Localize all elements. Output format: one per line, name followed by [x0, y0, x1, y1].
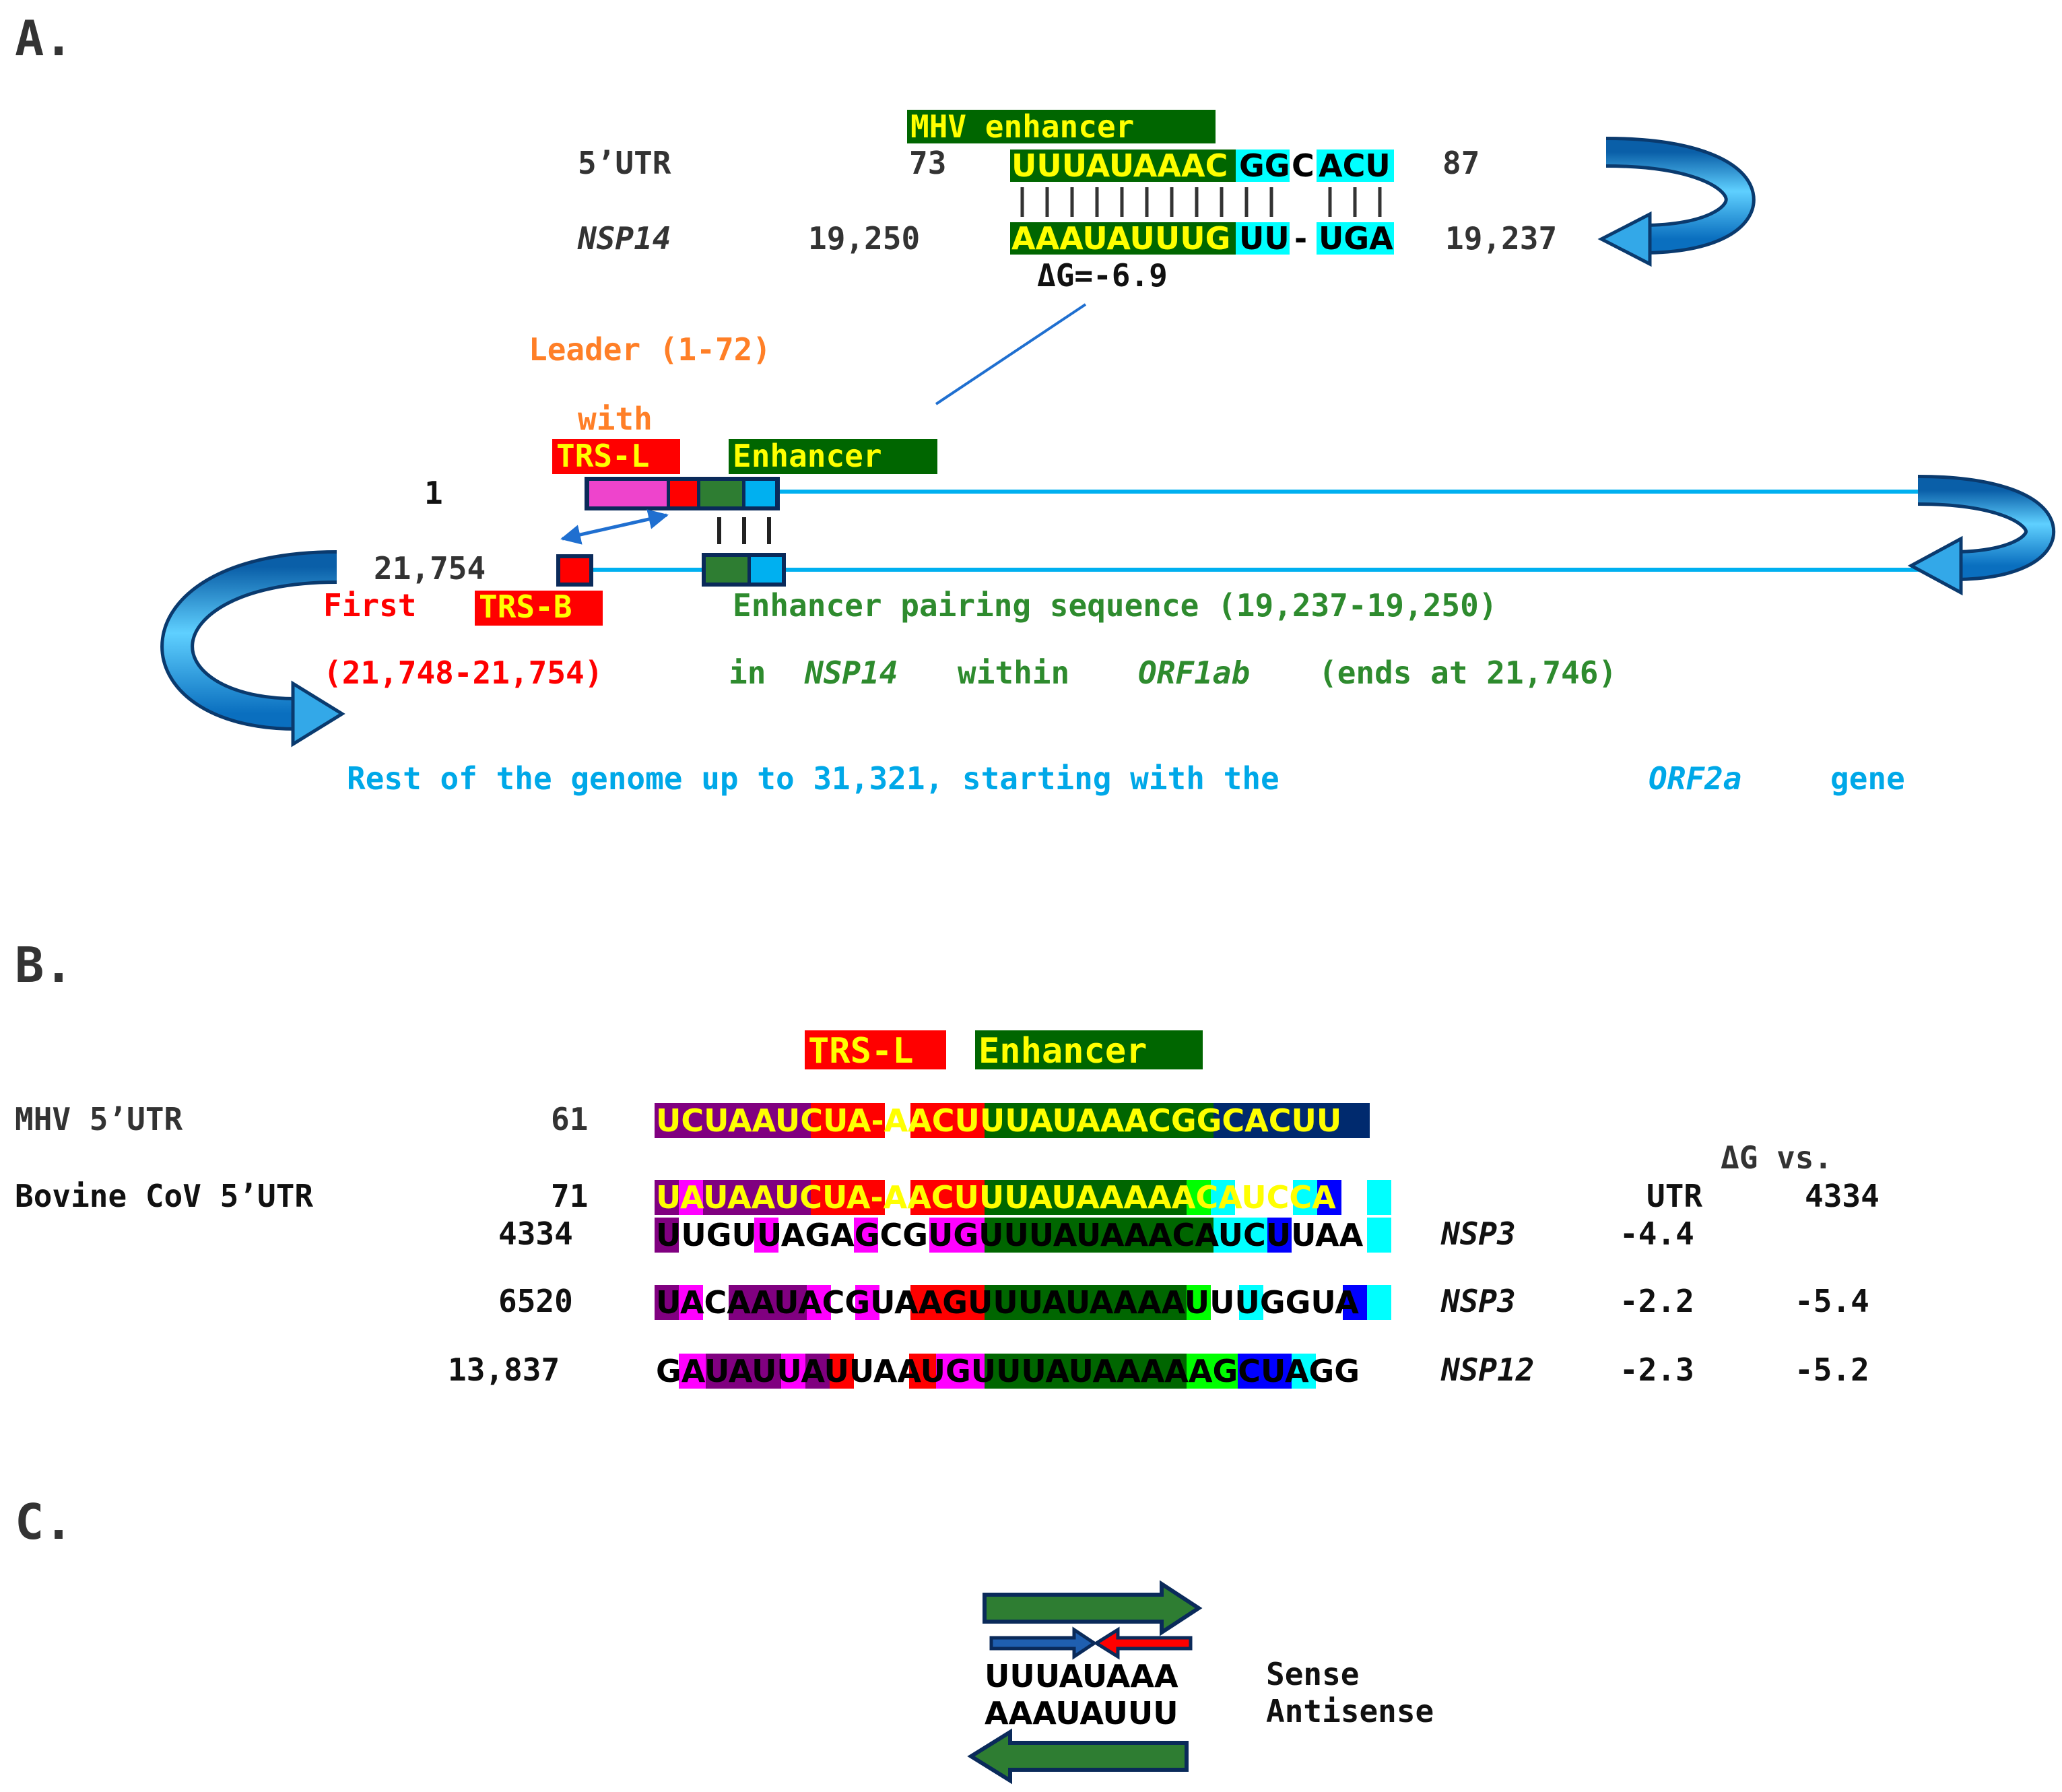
leader-trs-segment [670, 481, 697, 506]
trs-b-label: TRS-B [479, 589, 572, 625]
b-row-seq: UUGUUAGAGCGUGUUUAUAAACAUCUUAA [656, 1217, 1364, 1253]
b-row-dg-utr: -4.4 [1620, 1216, 1694, 1252]
with-label: with [578, 401, 653, 437]
antisense-label: Antisense [1266, 1693, 1434, 1729]
connector-line [935, 303, 1087, 405]
b-enhancer-box [975, 1030, 1203, 1069]
b-row-dg-4334: -5.2 [1795, 1352, 1869, 1388]
first-label: First [323, 587, 416, 624]
small-blue-arrow [989, 1626, 1098, 1660]
b-row-dg-utr: -2.2 [1620, 1283, 1694, 1319]
b-row-4334: 4334 UUGUUAGAGCGUGUUUAUAAACAUCUUAA NSP3 … [498, 1216, 1694, 1253]
trs-l-label: TRS-L [556, 438, 649, 474]
delta-g-value: ΔG=-6.9 [1037, 257, 1168, 294]
trs-b-segment [560, 558, 589, 583]
trs-double-arrow [560, 509, 669, 545]
nsp14-seq-bg-cyan-1 [1236, 222, 1290, 255]
b-row-pos: 6520 [498, 1283, 573, 1319]
utr-seq-bg-cyan-2 [1317, 150, 1394, 182]
enhancer-box [729, 439, 937, 474]
panel-c-letter: C. [15, 1494, 73, 1550]
b-enhancer-label: Enhancer [978, 1031, 1147, 1071]
location-line: (21,748-21,754) in NSP14 within ORF1ab (… [323, 655, 1617, 691]
right-curved-arrow [1907, 475, 2055, 596]
mhv-enhancer-box [907, 110, 1216, 143]
b-row-pos: 61 [551, 1101, 588, 1137]
b-row-pos: 4334 [498, 1216, 573, 1252]
antisense-sequence: AAAUAUUU [985, 1695, 1178, 1731]
trs-b-box [475, 591, 603, 626]
leader-enhancer-segment [700, 481, 742, 506]
sense-green-arrow [983, 1580, 1203, 1636]
mhv-enhancer-label: MHV enhancer [910, 108, 1134, 145]
utr-end-pos: 87 [1442, 145, 1479, 181]
pairing-green-segment [706, 557, 747, 583]
b-row-pos: 71 [551, 1178, 588, 1214]
utr-sequence: UUUAUAAAC GG C ACU [1011, 147, 1391, 184]
sense-sequence: UUUAUAAA [985, 1658, 1178, 1694]
base-pair-ticks [1020, 187, 1382, 217]
leader-cyan-segment [745, 481, 775, 506]
panel-b-letter: B. [15, 937, 73, 993]
b-delta-g-vs: ΔG vs. [1721, 1139, 1832, 1176]
utr-start-pos: 73 [909, 145, 946, 181]
utr-label: 5’UTR [578, 145, 671, 181]
b-col-utr: UTR [1647, 1178, 1702, 1214]
b-row-mhv: MHV 5’UTR 61 UCUAAUCUA-AACUUUAUAAACGGCAC… [15, 1101, 1370, 1139]
b-row-dg-utr: -2.3 [1620, 1352, 1694, 1388]
b-col-4334: 4334 [1805, 1178, 1880, 1214]
b-row-label: MHV 5’UTR [15, 1101, 183, 1137]
nsp14-end-pos: 19,237 [1445, 220, 1557, 257]
top-right-curved-arrow [1597, 137, 1756, 267]
b-row-seq: UAUAAUCUA-AACUUUAUAAAAACAUCCA [656, 1179, 1336, 1216]
b-row-dg-4334: -5.4 [1795, 1283, 1869, 1319]
nsp14-seq-bg-cyan-2 [1317, 222, 1394, 255]
pos-21754-label: 21,754 [374, 550, 486, 587]
b-row-pos: 13,837 [448, 1352, 560, 1388]
b-row-seq: GAUAUUAUUAAUGUUUAUAAAAAGCUAGG [656, 1353, 1360, 1389]
pairing-cyan-segment [751, 557, 782, 583]
trs-l-box [552, 439, 680, 474]
b-trs-l-box [805, 1030, 946, 1069]
pos-1-label: 1 [424, 475, 443, 511]
b-row-seq: UACAAUACGUAAGUUUAUAAAAUUUGGUA [656, 1284, 1359, 1321]
b-trs-l-label: TRS-L [808, 1031, 914, 1071]
enhancer-pairing-ticks [717, 517, 771, 544]
nsp14-seq-bg-green [1010, 222, 1236, 255]
left-curved-arrow [160, 550, 345, 748]
utr-seq-bg-cyan-1 [1236, 150, 1290, 182]
b-row-gene: NSP3 [1440, 1216, 1516, 1252]
rest-of-genome-line: Rest of the genome up to 31,321, startin… [347, 760, 1905, 797]
b-row-gene: NSP12 [1440, 1352, 1534, 1388]
b-row-seq: UCUAAUCUA-AACUUUAUAAACGGCACUU [656, 1102, 1341, 1139]
b-row-13837: 13,837 GAUAUUAUUAAUGUUUAUAAAAAGCUAGG NSP… [448, 1352, 1869, 1389]
utr-seq-bg-green [1010, 150, 1236, 182]
b-row-gene: NSP3 [1440, 1283, 1516, 1319]
leader-pink-segment [589, 481, 667, 506]
leader-label: Leader (1-72) [529, 331, 771, 368]
b-row-6520: 6520 UACAAUACGUAAGUUUAUAAAAUUUGGUA NSP3 … [498, 1283, 1869, 1321]
antisense-green-arrow [967, 1728, 1189, 1785]
b-row-label: Bovine CoV 5’UTR [15, 1178, 313, 1214]
enhancer-label: Enhancer [733, 438, 882, 474]
panel-a-letter: A. [15, 10, 73, 67]
small-red-arrow [1093, 1626, 1193, 1660]
nsp14-label: NSP14 [577, 220, 671, 257]
pairing-sequence-label: Enhancer pairing sequence (19,237-19,250… [733, 587, 1497, 624]
b-row-bovine: Bovine CoV 5’UTR 71 UAUAAUCUA-AACUUUAUAA… [15, 1178, 1391, 1216]
sense-label: Sense [1266, 1656, 1359, 1692]
nsp14-start-pos: 19,250 [808, 220, 920, 257]
nsp14-sequence: AAAUAUUUG UU - UGA [1011, 220, 1393, 257]
